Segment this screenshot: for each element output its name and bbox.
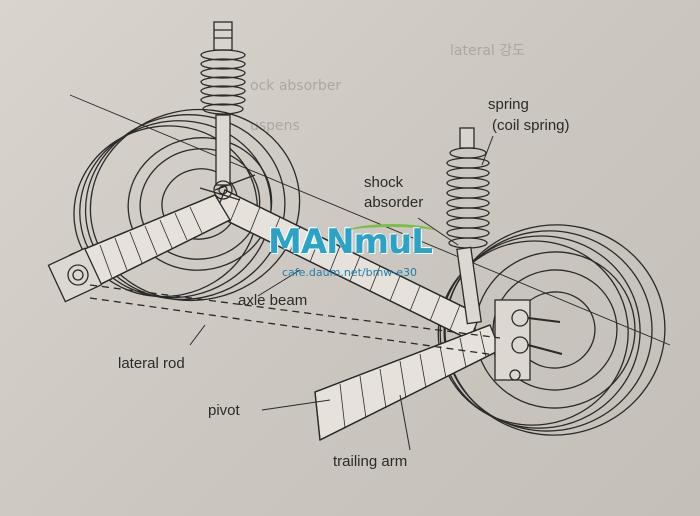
label-lateral-rod: lateral rod bbox=[118, 355, 185, 372]
background-text-1: lateral 강도 bbox=[450, 43, 526, 59]
label-coil-spring: (coil spring) bbox=[492, 117, 570, 134]
background-text-2: ock absorber bbox=[250, 78, 342, 94]
right-hub bbox=[494, 299, 563, 381]
label-shock: shock bbox=[364, 174, 404, 191]
label-pivot: pivot bbox=[208, 402, 240, 419]
right-shock-spring bbox=[446, 127, 490, 325]
logo-url: cafe.daum.net/bmw-e30 bbox=[282, 266, 418, 279]
right-trailing-arm bbox=[314, 324, 501, 442]
lateral-rod bbox=[89, 284, 501, 356]
left-shock-spring bbox=[200, 21, 246, 200]
label-trailing-arm: trailing arm bbox=[333, 453, 408, 470]
leader-lines bbox=[189, 135, 494, 451]
watermark-logo: MANmuL cafe.daum.net/bmw-e30 bbox=[268, 222, 438, 292]
logo-swoosh bbox=[348, 224, 436, 239]
logo-brand: MANmuL bbox=[268, 222, 433, 262]
label-spring: spring bbox=[488, 96, 529, 113]
label-absorder: absorder bbox=[364, 194, 424, 211]
wheel-axis-line bbox=[69, 94, 671, 346]
label-axle-beam: axle beam bbox=[238, 292, 308, 309]
left-trailing-arm bbox=[47, 194, 231, 303]
right-wheel bbox=[437, 224, 666, 436]
